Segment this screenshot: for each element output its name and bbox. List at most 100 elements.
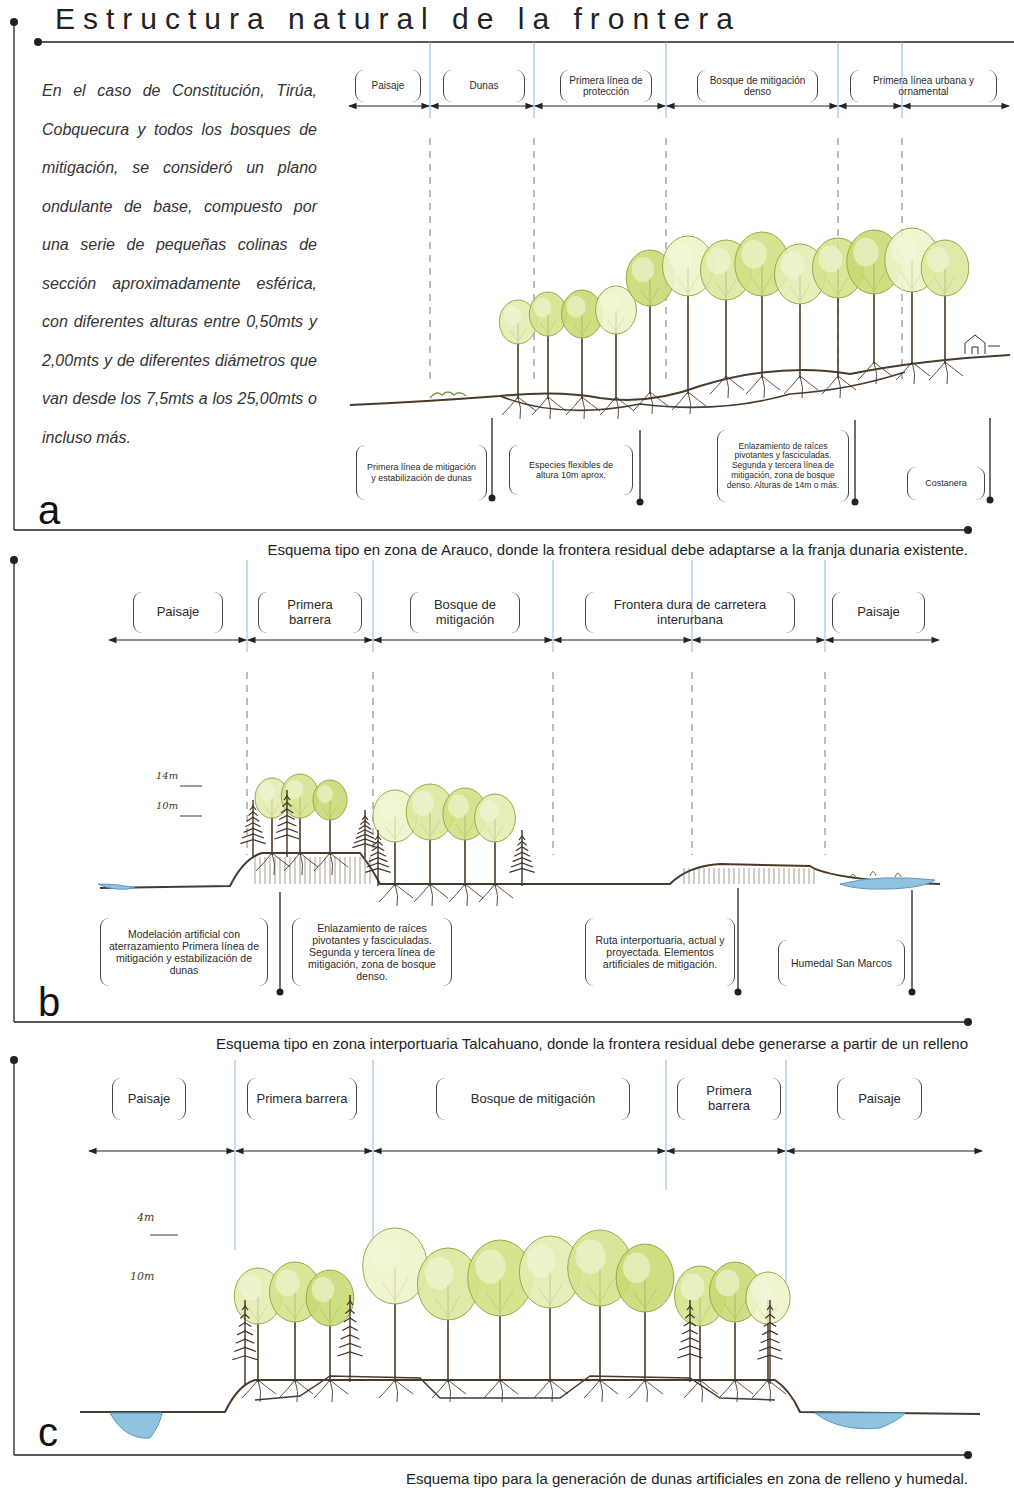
- fill-hatch: [300, 857, 301, 884]
- ground-line: [350, 355, 1010, 405]
- conifer-trunk: [244, 1300, 245, 1385]
- dimension-arrow: [554, 639, 691, 640]
- dimension-arrow: [431, 105, 533, 106]
- fill-hatch: [365, 857, 366, 884]
- height-mark: 10m: [130, 1271, 154, 1284]
- zone-guide-dashed: [534, 138, 535, 380]
- zone-bracket: Primera línea urbana y ornamental: [850, 70, 997, 102]
- fill-hatch: [799, 868, 800, 884]
- zone-guide: [666, 42, 667, 118]
- leader-line: [639, 430, 640, 502]
- tree-highlight: [575, 1240, 605, 1274]
- zone-guide: [838, 42, 839, 118]
- tree-highlight: [681, 1274, 705, 1301]
- panel-frame: [14, 1454, 968, 1455]
- dune-grass: [430, 392, 466, 398]
- end-dot: [964, 526, 972, 534]
- dimension-arrow: [248, 639, 372, 640]
- height-mark: 4m: [137, 1212, 154, 1225]
- zone-guide: [666, 1060, 667, 1190]
- tree-highlight: [716, 1270, 740, 1297]
- dimension-arrow: [349, 105, 429, 106]
- tree-highlight: [504, 306, 522, 326]
- tree-highlight: [632, 257, 654, 282]
- zone-bracket: Primera barrera: [677, 1078, 781, 1120]
- zone-guide-dashed: [430, 138, 431, 380]
- zone-guide-dashed: [373, 672, 374, 855]
- wetland-water: [840, 878, 935, 889]
- dimension-arrow: [667, 105, 837, 106]
- zone-bracket: Dunas: [443, 70, 525, 102]
- tree-roots: [784, 376, 818, 398]
- zone-guide-dashed: [692, 672, 693, 855]
- panel-frame: [14, 529, 968, 530]
- conifer-branches: [274, 796, 299, 839]
- conifer-trunk: [286, 790, 287, 857]
- height-tick: [180, 786, 202, 787]
- tree-highlight: [370, 1238, 400, 1272]
- fill-hatch: [709, 868, 710, 884]
- conifer-branches: [757, 1306, 782, 1359]
- fill-hatch: [335, 857, 336, 884]
- conifer-branches: [677, 1306, 702, 1358]
- tree-highlight: [853, 238, 879, 267]
- tree-crown: [363, 1228, 428, 1304]
- fill-hatch: [759, 868, 760, 884]
- end-dot: [637, 499, 644, 506]
- leader-line: [279, 892, 280, 992]
- tree-highlight: [527, 1245, 556, 1277]
- tree-highlight: [669, 244, 693, 271]
- fill-hatch: [355, 857, 356, 884]
- conifer-trunk: [769, 1300, 770, 1384]
- tree-highlight: [448, 795, 469, 818]
- zone-bracket: Paisaje: [832, 592, 925, 633]
- wetland-water: [815, 1413, 905, 1429]
- fill-hatch: [320, 857, 321, 884]
- zone-bracket: Frontera dura de carretera interurbana: [585, 592, 795, 633]
- fill-hatch: [684, 868, 685, 884]
- zone-bracket: Paisaje: [837, 1078, 922, 1120]
- dimension-arrow: [826, 639, 939, 640]
- house-symbol: [965, 335, 1000, 354]
- tree-highlight: [751, 1279, 772, 1302]
- fill-hatch: [305, 857, 306, 884]
- tree-crown: [616, 1244, 674, 1312]
- zone-guide: [534, 42, 535, 118]
- tree-roots: [379, 1380, 413, 1402]
- tree-roots: [242, 1380, 276, 1402]
- tree-roots: [449, 884, 483, 906]
- leader-line: [854, 420, 855, 502]
- diagram-title: Estructura natural de la frontera: [55, 2, 741, 37]
- fill-hatch: [764, 868, 765, 884]
- zone-guide: [373, 560, 374, 652]
- fill-hatch: [345, 857, 346, 884]
- water: [98, 884, 135, 889]
- tree-highlight: [240, 1275, 262, 1300]
- panel-frame: [14, 1021, 968, 1022]
- conifer-branches: [232, 1306, 257, 1360]
- fill-hatch: [714, 868, 715, 884]
- panel-frame: [13, 560, 14, 1022]
- fill-hatch: [739, 868, 740, 884]
- dimension-arrow: [839, 105, 901, 106]
- fill-hatch: [260, 857, 261, 884]
- zone-guide-dashed: [553, 672, 554, 855]
- tree-roots: [858, 362, 892, 384]
- height-mark: 14m: [156, 770, 178, 782]
- zone-guide: [373, 1060, 374, 1250]
- tree-roots: [584, 1380, 618, 1402]
- tree-highlight: [600, 292, 619, 314]
- zone-bracket: Paisaje: [133, 592, 223, 633]
- tree-highlight: [741, 240, 767, 269]
- tree-crown: [306, 1270, 354, 1326]
- tree-roots: [896, 362, 930, 384]
- end-dot: [909, 989, 916, 996]
- tree-roots: [634, 392, 668, 414]
- zone-guide: [825, 560, 826, 652]
- zone-guide: [235, 1060, 236, 1250]
- tree-roots: [600, 397, 634, 419]
- tree-highlight: [623, 1253, 650, 1284]
- end-dot: [852, 499, 859, 506]
- zone-bracket: Primera línea de protección: [560, 70, 652, 102]
- conifer-trunk: [349, 1295, 350, 1382]
